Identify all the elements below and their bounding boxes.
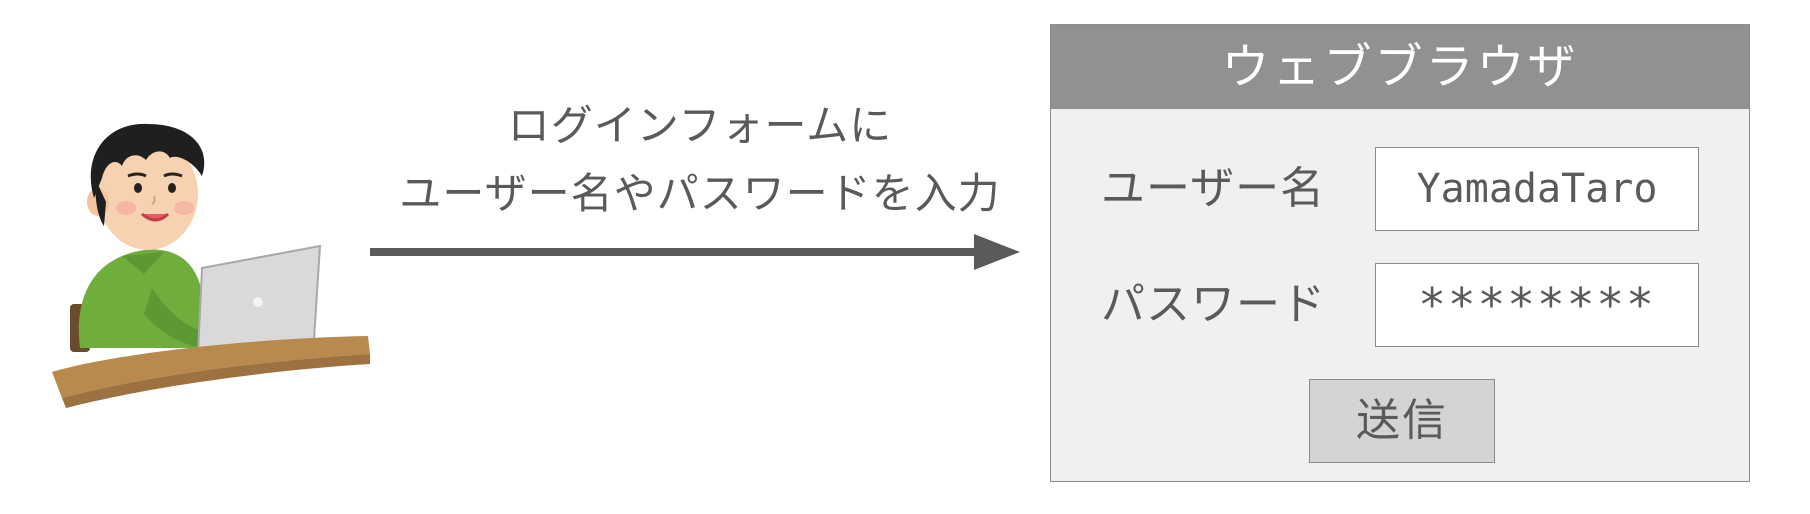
browser-title-bar: ウェブブラウザ [1051, 25, 1749, 109]
person-at-laptop-icon [52, 123, 370, 408]
face [98, 138, 198, 250]
laptop-logo [253, 297, 263, 307]
password-field[interactable]: ******** [1375, 263, 1699, 347]
caption-line-2: ユーザー名やパスワードを入力 [399, 169, 1001, 218]
hair [90, 123, 205, 198]
username-label: ユーザー名 [1101, 163, 1326, 214]
desk [52, 336, 370, 398]
password-label: パスワード [1101, 279, 1326, 330]
arrow-shaft [370, 248, 980, 256]
username-field[interactable]: YamadaTaro [1375, 147, 1699, 231]
arrow-head [974, 234, 1020, 270]
right-arrow-icon [370, 234, 1020, 270]
submit-button[interactable]: 送信 [1309, 379, 1495, 463]
browser-window: ウェブブラウザ ユーザー名 YamadaTaro パスワード ******** … [1050, 24, 1750, 482]
caption: ログインフォームに ユーザー名やパスワードを入力 [360, 92, 1040, 228]
caption-line-1: ログインフォームに [507, 101, 893, 150]
